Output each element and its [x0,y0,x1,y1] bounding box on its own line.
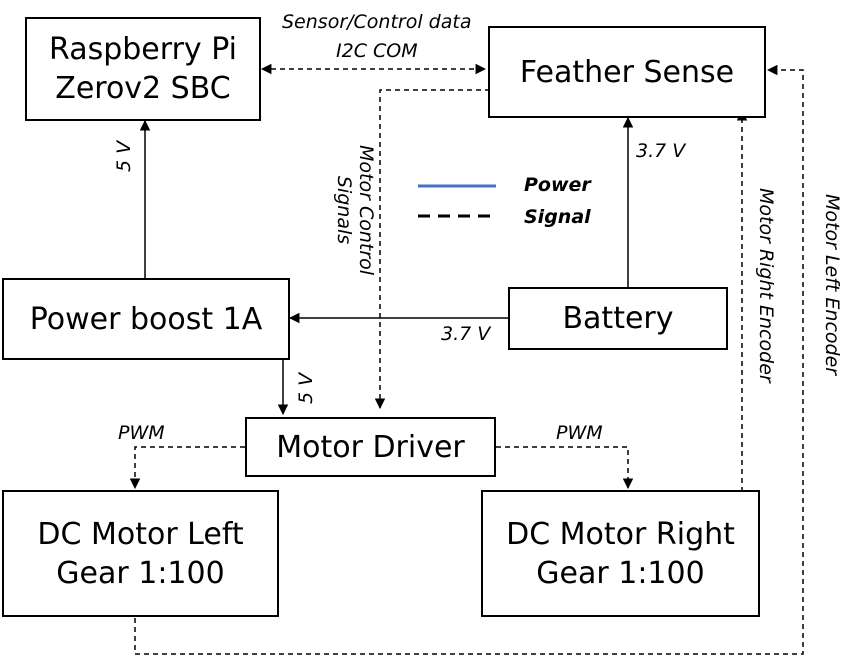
pwm-right-link [496,446,634,490]
motor-control-line1: Motor Control [355,145,377,276]
i2c-label-line2: I2C COM [336,40,418,62]
power-boost-label: Power boost 1A [29,301,263,337]
raspberry-pi-line1: Raspberry Pi [49,32,237,67]
motor-right-box: DC Motor Right Gear 1:100 [481,490,760,617]
battery-feather-voltage: 3.7 V [636,140,686,162]
motor-control-line2: Signals [333,175,356,245]
motor-left-line2: Gear 1:100 [56,555,225,591]
driver-voltage-label: 5 V [295,372,317,404]
raspberry-pi-box: Raspberry Pi Zerov2 SBC [25,17,261,121]
motor-left-line1: DC Motor Left [37,516,244,552]
pwm-left-label: PWM [118,422,165,444]
feather-sense-label: Feather Sense [519,54,735,90]
motor-right-encoder-label: Motor Right Encoder [755,188,777,383]
legend-signal-label: Signal [524,206,591,228]
pi-voltage-label: 5 V [113,140,135,172]
legend-power-label: Power [524,174,591,196]
left-encoder-link [134,64,804,655]
raspberry-pi-line2: Zerov2 SBC [55,71,231,106]
motor-left-encoder-label: Motor Left Encoder [821,194,843,376]
motor-right-line1: DC Motor Right [506,516,735,552]
feather-sense-box: Feather Sense [488,26,766,118]
battery-label: Battery [562,301,674,336]
motor-driver-label: Motor Driver [276,429,465,465]
battery-box: Battery [508,287,728,350]
battery-boost-voltage: 3.7 V [441,323,491,345]
motor-control-link [374,89,490,410]
motor-driver-box: Motor Driver [245,417,496,477]
power-boost-box: Power boost 1A [2,278,290,360]
motor-control-signals-label: Motor Control Signals [332,145,377,276]
i2c-label-line1: Sensor/Control data [282,11,472,33]
pwm-right-label: PWM [556,422,603,444]
motor-right-line2: Gear 1:100 [536,555,705,591]
pwm-left-link [129,446,245,490]
motor-left-box: DC Motor Left Gear 1:100 [2,490,279,617]
